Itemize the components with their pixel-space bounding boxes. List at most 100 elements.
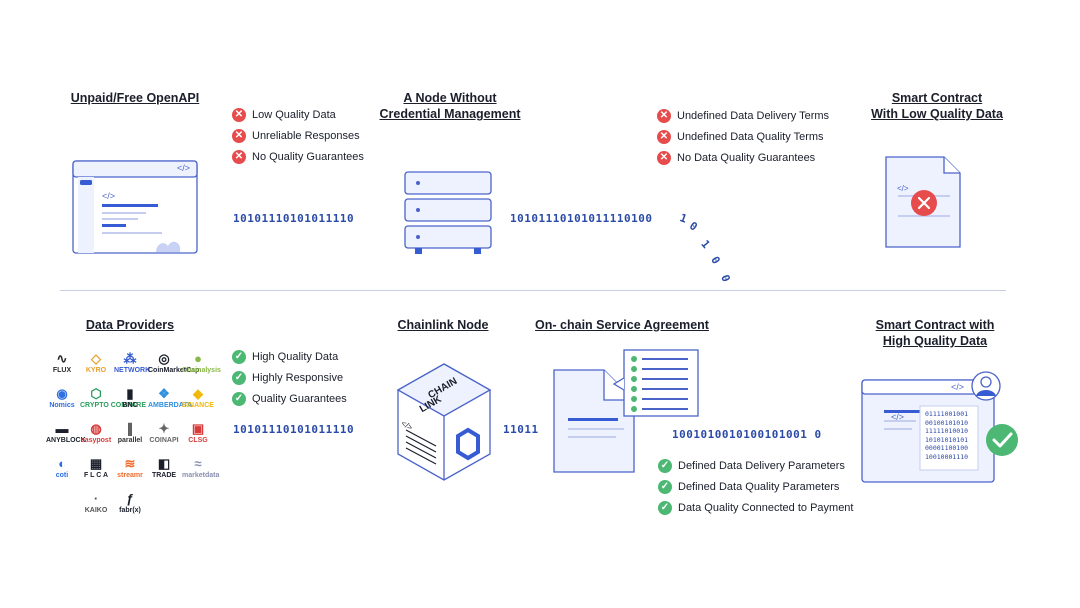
binary-stream-bottom-left: 10101110101011110 — [233, 423, 355, 436]
issue-label: Low Quality Data — [252, 108, 336, 121]
provider-logo: ◆BINANCE — [182, 387, 214, 410]
issue-label: No Data Quality Guarantees — [677, 151, 816, 164]
provider-logo: ◍easypost — [80, 422, 112, 445]
provider-logo-label: AMBERDATA — [148, 402, 193, 409]
parallel-icon: ∥ — [126, 421, 134, 436]
contract-low-code-tag: </> — [897, 184, 909, 193]
provider-logo: ≈marketdata — [182, 457, 219, 480]
benefit-item: ✓ Highly Responsive — [232, 367, 347, 388]
provider-logo-label: COINAPI — [149, 437, 179, 444]
benefits-list-left: ✓High Quality Data ✓Highly Responsive ✓Q… — [232, 346, 347, 409]
provider-logo-label: CLSG — [188, 437, 208, 444]
kyro-icon: ◇ — [91, 351, 101, 366]
success-check-icon: ✓ — [232, 370, 246, 385]
contract-high-code-tag: </> — [951, 382, 965, 392]
contract-low-title: Smart Contract With Low Quality Data — [862, 90, 1012, 122]
contract-low-title-line2: With Low Quality Data — [871, 107, 1003, 121]
issues-list-left: ✕Low Quality Data ✕Unreliable Responses … — [232, 104, 364, 167]
issue-item: ✕ No Data Quality Guarantees — [657, 147, 829, 168]
provider-logo-label: CRYPTO COMPARE — [80, 402, 146, 409]
contract-low-title-line1: Smart Contract — [891, 91, 983, 105]
provider-logo: ❖AMBERDATA — [148, 386, 192, 410]
trade-icon: ◧ — [157, 456, 171, 471]
openapi-code-tag-inner: </> — [102, 191, 116, 201]
error-x-icon: ✕ — [232, 107, 246, 122]
issues-list-right: ✕Undefined Data Delivery Terms ✕Undefine… — [657, 105, 829, 168]
benefit-label: Data Quality Connected to Payment — [678, 501, 854, 514]
benefit-item: ✓Defined Data Delivery Parameters — [658, 455, 853, 476]
cryptocompare-icon: ⬡ — [90, 386, 102, 401]
provider-logo-label: easypost — [80, 437, 112, 444]
agreement-title: On- chain Service Agreement — [535, 318, 709, 332]
node-title: A Node Without Credential Management — [370, 90, 530, 122]
network-icon: ⁂ — [123, 351, 137, 366]
provider-logo: ✦COINAPI — [148, 422, 180, 445]
agreement-documents-icon — [553, 349, 699, 473]
contract-high-title-line2: High Quality Data — [882, 334, 988, 348]
code-line: 00100101010 — [925, 418, 969, 427]
issue-item: ✕ Unreliable Responses — [232, 125, 364, 146]
benefit-item: ✓Defined Data Quality Parameters — [658, 476, 853, 497]
provider-logo-label: marketdata — [182, 472, 220, 479]
node-title-line1: A Node Without — [403, 91, 497, 105]
server-stack-icon — [404, 171, 492, 254]
chainlink-node-title: Chainlink Node — [397, 318, 489, 332]
amberdata-icon: ❖ — [158, 386, 170, 401]
contract-high-title: Smart Contract with High Quality Data — [862, 317, 1008, 349]
provider-logo-label: FLUX — [52, 367, 72, 374]
error-x-icon: ✕ — [657, 129, 671, 144]
success-check-icon: ✓ — [232, 349, 246, 364]
flca-icon: ▦ — [89, 456, 103, 471]
provider-logo-label: Chainalysis — [182, 367, 221, 374]
provider-logo-label: BNC — [122, 402, 138, 409]
provider-logo-label: KYRO — [85, 367, 107, 374]
issue-label: Unreliable Responses — [252, 129, 360, 142]
issue-item: ✕ No Quality Guarantees — [232, 146, 364, 167]
binance-icon: ◆ — [193, 386, 203, 401]
binary-stream-bottom-right: 1001010010100101001 0 — [672, 428, 822, 441]
provider-logo-label: F L C A — [83, 472, 109, 479]
provider-logo: ⬡CRYPTO COMPARE — [80, 386, 146, 410]
issue-label: Undefined Data Quality Terms — [677, 130, 824, 143]
provider-logo-label: CoinMarketCap — [148, 367, 200, 374]
openapi-code-tag: </> — [177, 163, 191, 173]
contract-high-code-tag-inner: </> — [891, 412, 905, 422]
success-check-icon: ✓ — [658, 479, 672, 494]
benefit-label: Highly Responsive — [252, 371, 344, 384]
kaiko-icon: · — [93, 491, 99, 506]
easypost-icon: ◍ — [90, 421, 102, 436]
code-line: 11111010010 — [925, 427, 969, 435]
error-x-icon: ✕ — [232, 128, 246, 143]
code-line: 10101010101 — [925, 435, 969, 444]
provider-logo-label: coti — [55, 472, 69, 479]
issue-label: No Quality Guarantees — [252, 150, 364, 163]
clsg-icon: ▣ — [191, 421, 205, 436]
error-x-icon: ✕ — [232, 149, 246, 164]
error-x-icon: ✕ — [657, 108, 671, 123]
success-check-icon: ✓ — [658, 500, 672, 515]
section-divider — [60, 290, 1006, 291]
benefit-item: ✓ Data Quality Connected to Payment — [658, 497, 853, 518]
provider-logo: ⁂NETWORK — [114, 351, 150, 375]
code-line: 00001100100 — [925, 444, 969, 452]
falling-bit: 0 — [708, 254, 723, 267]
chainalysis-icon: ● — [194, 351, 202, 366]
provider-logo-label: parallel — [117, 437, 143, 444]
anyblock-icon: ▬ — [55, 421, 69, 436]
coti-icon: ◐ — [58, 456, 66, 471]
provider-logo: ◐coti — [46, 457, 78, 480]
provider-logo: ◧TRADE — [148, 457, 180, 480]
success-check-icon: ✓ — [232, 391, 246, 406]
benefit-label: High Quality Data — [252, 350, 339, 363]
falling-bit: 1 — [677, 211, 690, 226]
provider-logo: ≋streamr — [114, 457, 146, 480]
contract-high-title-line1: Smart Contract with — [875, 318, 995, 332]
provider-logo: ∥parallel — [114, 422, 146, 445]
code-line: 01111001001 — [925, 410, 969, 418]
contract-browser-illustration — [861, 371, 1018, 483]
error-x-icon: ✕ — [657, 150, 671, 165]
provider-logo: ◇KYRO — [80, 352, 112, 375]
provider-logo-label: NETWORK — [114, 367, 151, 374]
provider-logo-label: streamr — [117, 472, 143, 479]
